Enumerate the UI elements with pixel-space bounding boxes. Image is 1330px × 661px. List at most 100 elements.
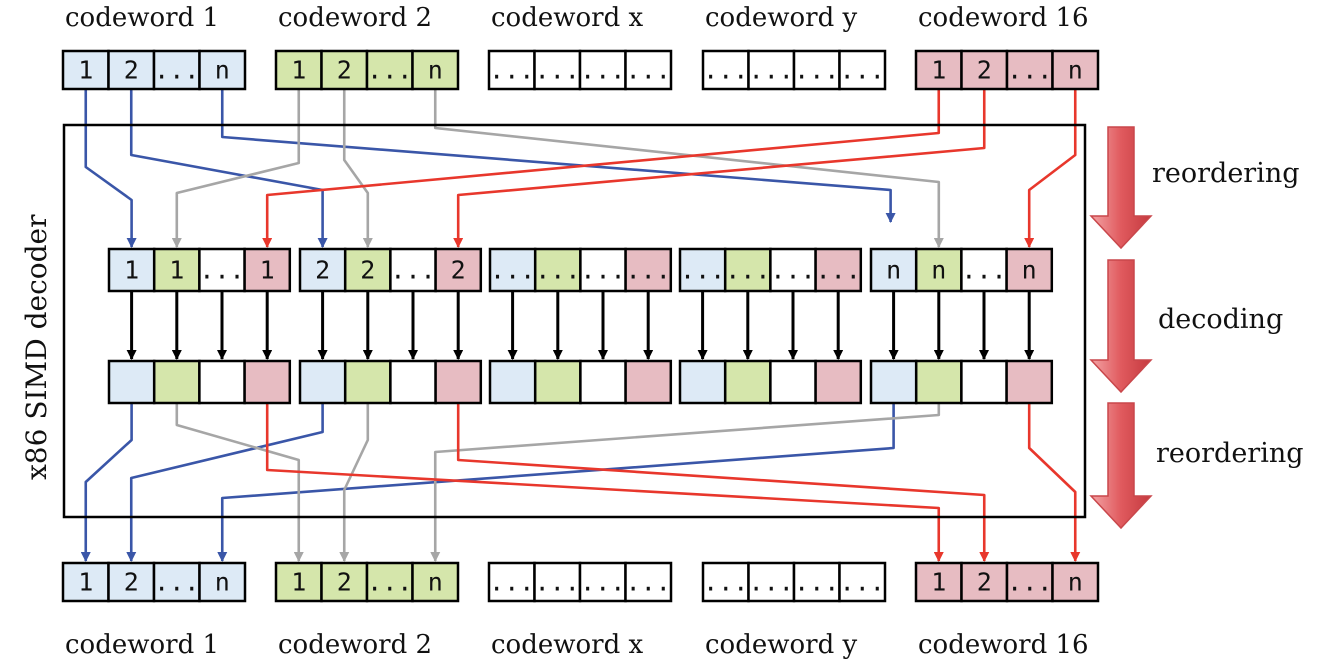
bottom-codeword-cell [411, 561, 460, 603]
top-codeword-cell [1051, 49, 1100, 91]
stage-label: decoding [1158, 304, 1283, 335]
top-codeword-cell-text: ... [840, 56, 885, 85]
bottom-codeword-cell-text: ... [535, 568, 580, 597]
reorder-line-gray [433, 89, 944, 248]
top-codeword-title: codeword 2 [278, 3, 432, 33]
bottom-codeword-cell [701, 561, 750, 603]
stage-arrow [1089, 259, 1153, 394]
reordered-cell [960, 247, 1008, 293]
bottom-codeword-cell-text: 1 [78, 568, 93, 597]
reorder-line-gray [430, 403, 941, 562]
decoded-cell [914, 359, 963, 405]
top-codeword-cell-text: ... [154, 56, 199, 85]
reordered-cell [198, 247, 246, 293]
top-codeword-cell [747, 49, 796, 91]
reordered-cell-text: 2 [360, 256, 375, 285]
decoded-cell [1005, 359, 1054, 405]
reorder-line-red [1024, 89, 1077, 248]
top-codeword-cell-text: n [428, 56, 443, 85]
bottom-codeword-cell-text: 2 [977, 568, 992, 597]
decoded-cell [152, 359, 201, 405]
top-codeword-cell [960, 49, 1009, 91]
reorder-line-gray [339, 403, 370, 562]
bottom-codeword-cell-text: ... [794, 568, 839, 597]
bottom-codeword-cell-text: n [1068, 568, 1083, 597]
reordered-cell-text: ... [580, 256, 625, 285]
stage-label: reordering [1152, 158, 1300, 189]
reorder-line-red [456, 403, 990, 562]
decoded-cell [488, 359, 537, 405]
reordered-cell [298, 247, 347, 293]
bottom-codeword-cell [624, 561, 673, 603]
reordered-cell-text: ... [626, 256, 671, 285]
reordered-cell-text: ... [680, 256, 725, 285]
reordered-cell [343, 247, 392, 293]
reordered-cell-text: ... [390, 256, 435, 285]
reordered-cell [488, 247, 537, 293]
bottom-codeword-cell [198, 561, 247, 603]
top-codeword-cell [838, 49, 887, 91]
reordered-cell [152, 247, 201, 293]
decoded-cell [624, 359, 673, 405]
decoded-cell [198, 359, 246, 405]
reorder-line-blue [80, 403, 133, 562]
bottom-codeword-cell-text: ... [154, 568, 199, 597]
reordered-cell [434, 247, 483, 293]
bottom-codeword-cell [914, 561, 963, 603]
decoded-cell [434, 359, 483, 405]
top-codeword-cell [624, 49, 673, 91]
reordered-cell [723, 247, 772, 293]
bottom-codeword-cell-text: ... [489, 568, 534, 597]
reorder-line-gray [171, 89, 301, 248]
reordered-cell [624, 247, 673, 293]
decoded-cell [769, 359, 817, 405]
reorder-line-red [265, 403, 944, 562]
top-codeword-title: codeword 1 [65, 3, 219, 33]
bottom-codeword-title: codeword 1 [65, 630, 219, 660]
reorder-line-blue [129, 89, 328, 248]
bottom-codeword-cell-text: 2 [337, 568, 352, 597]
reorder-line-gray [342, 89, 373, 248]
bottom-codeword-cell-text: ... [626, 568, 671, 597]
top-codeword-cell [1005, 49, 1054, 91]
decoded-cell [389, 359, 437, 405]
top-codeword-cell [487, 49, 536, 91]
decoded-cell [579, 359, 627, 405]
top-codeword-cell [411, 49, 460, 91]
stage-arrow [1089, 402, 1153, 530]
bottom-codeword-cell-text: 2 [124, 568, 139, 597]
top-codeword-cell [198, 49, 247, 91]
top-codeword-cell-text: ... [794, 56, 839, 85]
top-codeword-cell [365, 49, 414, 91]
reordered-cell [533, 247, 582, 293]
reorder-line-gray [175, 403, 304, 562]
reorder-line-blue [217, 403, 895, 562]
reordered-cell-text: n [931, 256, 946, 285]
reordered-cell-text: 1 [169, 256, 184, 285]
top-codeword-title: codeword 16 [918, 3, 1089, 33]
bottom-codeword-cell [792, 561, 841, 603]
cell-groups [61, 49, 1153, 603]
connection-lines [80, 89, 1081, 562]
stage-arrow [1089, 126, 1153, 250]
decoded-cell [723, 359, 772, 405]
bottom-codeword-cell-text: ... [840, 568, 885, 597]
top-codeword-title: codeword x [491, 3, 643, 33]
reordered-cell-text: ... [816, 256, 861, 285]
bottom-codeword-cell-text: ... [703, 568, 748, 597]
bottom-codeword-cell [365, 561, 414, 603]
reordered-cell-text: n [886, 256, 901, 285]
bottom-codeword-cell [747, 561, 796, 603]
reordered-cell-text: 1 [260, 256, 275, 285]
bottom-codeword-cell [61, 561, 110, 603]
reordered-cell-text: ... [725, 256, 770, 285]
reorder-line-blue [84, 89, 137, 248]
top-codeword-cell [533, 49, 582, 91]
reordered-cell [579, 247, 627, 293]
top-codeword-cell [792, 49, 841, 91]
bottom-codeword-title: codeword 2 [278, 630, 432, 660]
top-codeword-cell-text: ... [535, 56, 580, 85]
decoded-cell [678, 359, 727, 405]
top-codeword-cell-text: ... [1007, 56, 1052, 85]
